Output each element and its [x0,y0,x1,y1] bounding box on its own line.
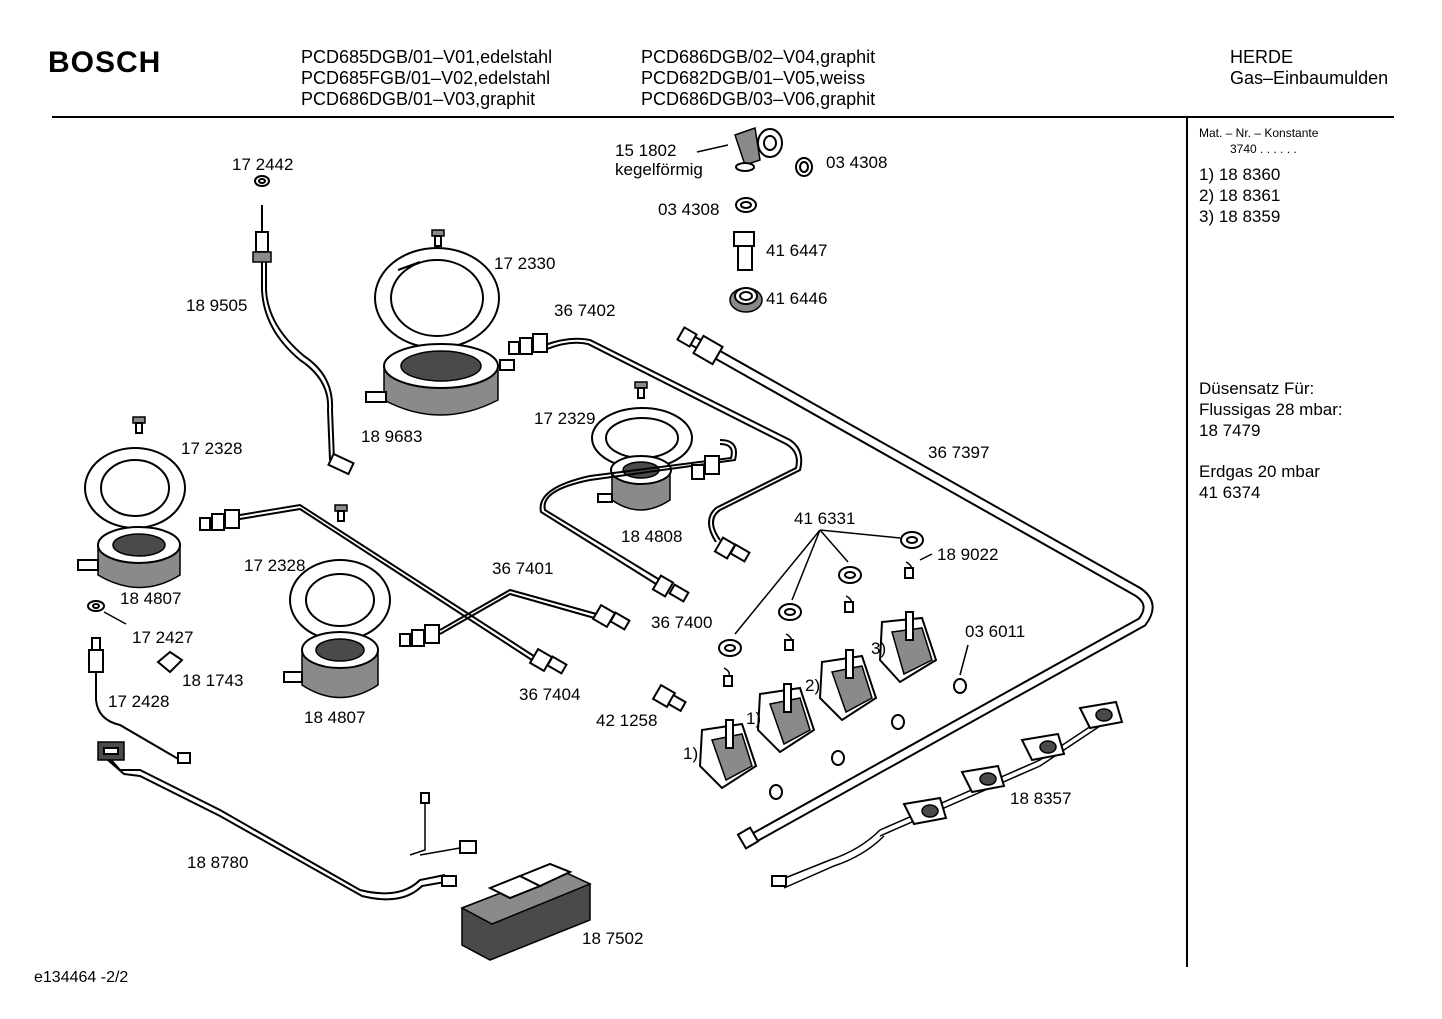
seal-034308-a [795,157,813,177]
washer-172427 [87,600,105,612]
label-034308-a: 03 4308 [826,153,887,172]
nozzle-line: 18 7479 [1199,421,1261,440]
side-divider [1186,118,1188,967]
seal-034308-b [735,197,757,213]
label-416446: 41 6446 [766,289,827,308]
model-item: PCD686DGB/01–V03,graphit [301,89,536,109]
label-367401: 36 7401 [492,559,553,578]
label-189022: 18 9022 [937,545,998,564]
thermocouple-172428 [88,637,191,764]
callout-2: 2) [805,676,820,695]
label-189683: 18 9683 [361,427,422,446]
callout-1-b: 1) [683,744,698,763]
mat-header: Mat. – Nr. – Konstante [1199,126,1319,140]
label-172428: 17 2428 [108,692,169,711]
category-line: HERDE [1230,47,1294,67]
label-188780: 18 8780 [187,853,248,872]
label-421258: 42 1258 [596,711,657,730]
label-172330: 17 2330 [494,254,555,273]
label-172329: 17 2329 [534,409,595,428]
nut-416446 [729,287,763,313]
natural-gas-line: Erdgas 20 mbar [1199,462,1320,481]
label-416331: 41 6331 [794,509,855,528]
natural-gas: Erdgas 20 mbar 41 6374 [1199,461,1320,503]
screw-middle [334,504,348,522]
label-184807-a: 18 4807 [120,589,181,608]
variant-item: 2) 18 8361 [1199,186,1281,205]
variant-item: 1) 18 8360 [1199,165,1281,184]
pipe-367400 [539,439,737,603]
elbow-connector-151802 [696,126,783,172]
valve-assembly [651,529,969,800]
label-181743: 18 1743 [182,671,243,690]
ignition-module-187502 [460,862,592,961]
callout-3: 3) [871,639,886,658]
nozzle-line: Flussigas 28 mbar: [1199,400,1343,419]
label-188357: 18 8357 [1010,789,1071,808]
burner-184807-b [283,559,391,699]
pipe-367402 [508,333,803,563]
label-172328-b: 17 2328 [244,556,305,575]
label-kegelformig: kegelförmig [615,160,703,179]
pipe-367401 [399,588,631,647]
model-list-1: PCD685DGB/01–V01,edelstahl PCD685FGB/01–… [301,47,552,110]
model-item: PCD682DGB/01–V05,weiss [641,68,866,88]
label-416447: 41 6447 [766,241,827,260]
burner-189683 [365,229,515,416]
label-367397: 36 7397 [928,443,989,462]
mat-value: 3740 . . . . . . [1230,142,1297,156]
label-367404: 36 7404 [519,685,580,704]
label-367400: 36 7400 [651,613,712,632]
label-172328-a: 17 2328 [181,439,242,458]
nozzle-416447 [733,231,755,271]
callout-1-a: 1) [746,709,761,728]
model-item: PCD685FGB/01–V02,edelstahl [301,68,551,88]
variant-list: 1) 18 8360 2) 18 8361 3) 18 8359 [1199,164,1280,227]
harness-188780 [97,741,477,901]
natural-gas-line: 41 6374 [1199,483,1261,502]
pipe-367404 [199,503,568,675]
label-189505: 18 9505 [186,296,247,315]
label-184807-b: 18 4807 [304,708,365,727]
label-187502: 18 7502 [582,929,643,948]
ignition-switches-188357 [771,700,1124,889]
nozzle-set: Düsensatz Für: Flussigas 28 mbar: 18 747… [1199,378,1343,441]
label-036011: 03 6011 [965,622,1025,641]
label-367402: 36 7402 [554,301,615,320]
model-item: PCD686DGB/02–V04,graphit [641,47,876,67]
leader-line [103,611,127,625]
label-151802: 15 1802 [615,141,676,160]
thermocouple-189505 [252,175,355,476]
variant-item: 3) 18 8359 [1199,207,1281,226]
clip-181743 [156,650,184,674]
burner-184808 [591,381,693,511]
model-list-2: PCD686DGB/02–V04,graphit PCD682DGB/01–V0… [641,47,875,110]
header-divider [52,116,1394,118]
label-172427: 17 2427 [132,628,193,647]
category-line: Gas–Einbaumulden [1230,68,1389,88]
label-184808: 18 4808 [621,527,682,546]
label-034308-b: 03 4308 [658,200,719,219]
drawing-code: e134464 -2/2 [34,969,129,986]
brand-logo: BOSCH [48,46,162,79]
burner-184807-a [77,416,186,589]
label-172442: 17 2442 [232,155,293,174]
main-gas-pipe [676,326,1154,850]
category: HERDE Gas–Einbaumulden [1230,47,1388,89]
model-item: PCD686DGB/03–V06,graphit [641,89,876,109]
model-item: PCD685DGB/01–V01,edelstahl [301,47,553,67]
nozzle-line: Düsensatz Für: [1199,379,1315,398]
